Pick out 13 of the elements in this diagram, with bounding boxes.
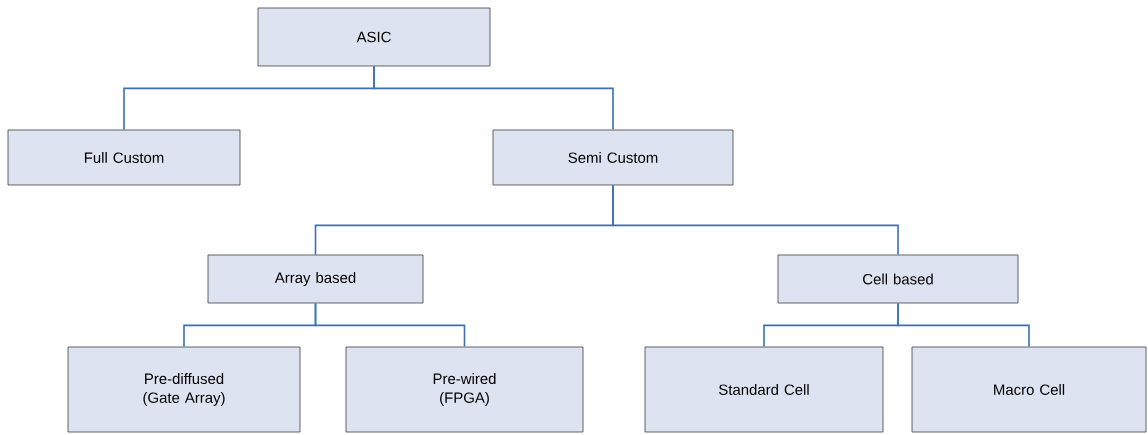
- connector: [373, 65, 614, 131]
- box: Pre-diffused (Gate Array): [67, 346, 301, 433]
- box: Semi Custom: [492, 129, 734, 186]
- box: Pre-wired (FPGA): [345, 346, 584, 433]
- box: ASIC: [257, 7, 491, 67]
- box: Standard Cell: [644, 346, 884, 433]
- connector: [612, 184, 899, 256]
- box: Macro Cell: [911, 346, 1147, 433]
- connector: [314, 302, 466, 348]
- box: Cell based: [777, 254, 1019, 304]
- box: Array based: [207, 254, 424, 304]
- box: Full Custom: [7, 129, 241, 186]
- connector: [897, 302, 1030, 348]
